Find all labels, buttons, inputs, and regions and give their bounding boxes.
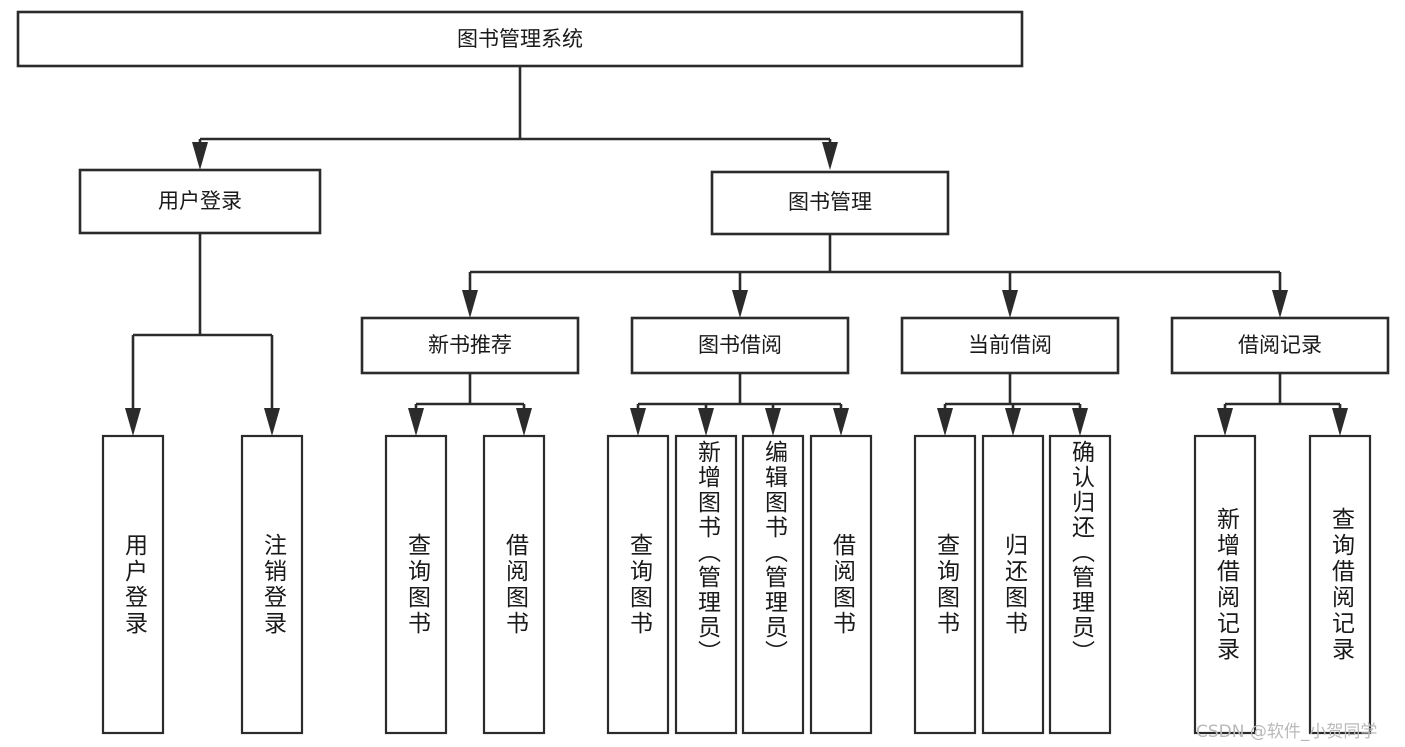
node-new-book-recommend-box[interactable] (360, 316, 580, 375)
node-leaf-add-record-box[interactable] (1193, 434, 1257, 735)
node-leaf-add-book-box[interactable] (674, 434, 738, 735)
arrow-head-leaf-return-book (1005, 408, 1021, 436)
node-title-label: 图书管理系统 (457, 27, 583, 51)
node-leaf-borrow-book-1-box[interactable] (482, 434, 546, 735)
node-current-borrow[interactable]: 当前借阅 (900, 316, 1120, 375)
arrow-head-leaf-edit-book (765, 408, 781, 436)
node-new-book-recommend-label: 新书推荐 (428, 333, 512, 357)
arrow-head-leaf-add-book (698, 408, 714, 436)
node-leaf-add-record[interactable] (1193, 434, 1257, 735)
arrow-head-leaf-query-book-1 (408, 408, 424, 436)
watermark-label: CSDN @软件_小贺同学 (1196, 722, 1378, 742)
node-user-login[interactable]: 用户登录 (78, 168, 322, 235)
node-borrow-record-box[interactable] (1170, 316, 1390, 375)
node-book-management[interactable]: 图书管理 (710, 170, 950, 236)
connector-group-user-login (125, 233, 280, 436)
node-leaf-return-book[interactable] (981, 434, 1045, 735)
node-book-management-box[interactable] (710, 170, 950, 236)
node-leaf-user-login-box[interactable] (101, 434, 165, 735)
node-leaf-query-book-2[interactable] (606, 434, 670, 735)
arrow-head-current-borrow (1002, 290, 1018, 318)
arrow-head-leaf-query-book-3 (937, 408, 953, 436)
node-leaf-query-book-3[interactable] (913, 434, 977, 735)
node-user-login-label: 用户登录 (158, 189, 242, 213)
node-borrow-record[interactable]: 借阅记录 (1170, 316, 1390, 375)
node-leaf-borrow-book-2[interactable] (809, 434, 873, 735)
node-leaf-confirm-return-box[interactable] (1048, 434, 1112, 735)
arrow-head-leaf-query-book-2 (630, 408, 646, 436)
node-leaf-query-book-1[interactable] (384, 434, 448, 735)
arrow-head-leaf-query-record (1332, 408, 1348, 436)
node-leaf-confirm-return[interactable] (1048, 434, 1112, 735)
arrow-head-leaf-borrow-book-1 (516, 408, 532, 436)
arrow-head-borrow-record (1272, 290, 1288, 318)
arrow-head-leaf-borrow-book-2 (833, 408, 849, 436)
arrow-head-book-mgmt (822, 142, 838, 170)
node-leaf-user-logout[interactable] (240, 434, 304, 735)
node-leaf-edit-book-box[interactable] (741, 434, 805, 735)
node-current-borrow-label: 当前借阅 (968, 333, 1052, 357)
connector-group-current-borrow (937, 373, 1088, 436)
node-leaf-user-login[interactable] (101, 434, 165, 735)
node-title-box[interactable] (16, 10, 1024, 68)
node-current-borrow-box[interactable] (900, 316, 1120, 375)
node-book-management-label: 图书管理 (788, 190, 872, 214)
node-leaf-query-record[interactable] (1308, 434, 1372, 735)
arrow-head-book-borrow (732, 290, 748, 318)
node-borrow-record-label: 借阅记录 (1238, 333, 1322, 357)
node-leaf-add-book[interactable] (674, 434, 738, 735)
node-book-borrow-box[interactable] (630, 316, 850, 375)
connector-group-borrow-record (1217, 373, 1348, 436)
node-title[interactable]: 图书管理系统 (16, 10, 1024, 68)
node-book-borrow-label: 图书借阅 (698, 333, 782, 357)
node-leaf-query-book-1-box[interactable] (384, 434, 448, 735)
connector-group-book-mgmt (462, 234, 1288, 318)
node-user-login-box[interactable] (78, 168, 322, 235)
arrow-head-user-login (192, 142, 208, 170)
node-leaf-user-logout-box[interactable] (240, 434, 304, 735)
node-leaf-query-book-3-box[interactable] (913, 434, 977, 735)
node-new-book-recommend[interactable]: 新书推荐 (360, 316, 580, 375)
node-book-borrow[interactable]: 图书借阅 (630, 316, 850, 375)
node-leaf-query-book-2-box[interactable] (606, 434, 670, 735)
connector-group-new-book-recommend (408, 373, 532, 436)
node-leaf-return-book-box[interactable] (981, 434, 1045, 735)
arrow-head-new-book-recommend (462, 290, 478, 318)
node-leaf-borrow-book-2-box[interactable] (809, 434, 873, 735)
arrow-head-leaf-user-logout (264, 408, 280, 436)
arrow-head-leaf-user-login (125, 408, 141, 436)
connector-group-root (192, 66, 838, 170)
node-leaf-query-record-box[interactable] (1308, 434, 1372, 735)
node-leaf-edit-book[interactable] (741, 434, 805, 735)
watermark: CSDN @软件_小贺同学 (1196, 717, 1377, 742)
arrow-head-leaf-confirm-return (1072, 408, 1088, 436)
node-leaf-borrow-book-1[interactable] (482, 434, 546, 735)
arrow-head-leaf-add-record (1217, 408, 1233, 436)
connector-group-book-borrow (630, 373, 849, 436)
